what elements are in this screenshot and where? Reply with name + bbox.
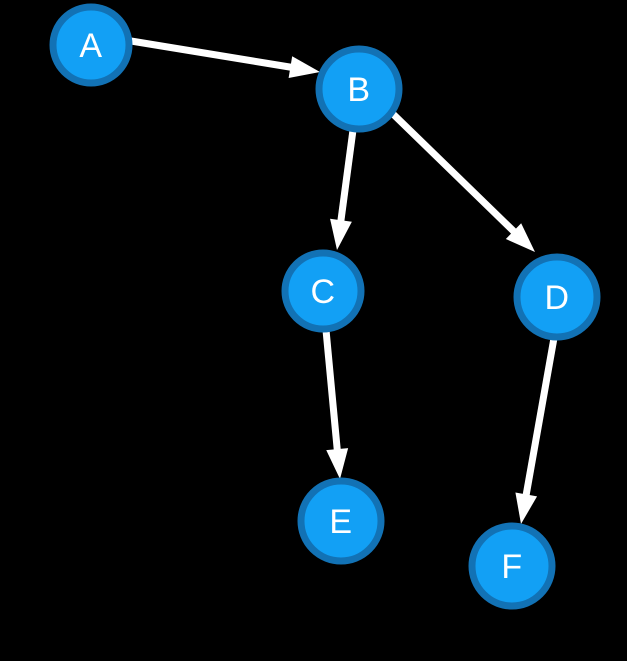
graph-edge-c-e bbox=[322, 329, 349, 479]
graph-node-b[interactable]: B bbox=[315, 45, 403, 133]
edge-line bbox=[522, 337, 558, 499]
edge-arrowhead-icon bbox=[505, 223, 535, 252]
graph-edge-b-c bbox=[330, 129, 357, 250]
edge-line bbox=[337, 129, 357, 224]
edge-line bbox=[389, 110, 519, 236]
graph-node-f[interactable]: F bbox=[468, 522, 556, 610]
graph-node-e[interactable]: E bbox=[297, 477, 385, 565]
edge-arrowhead-icon bbox=[326, 448, 349, 479]
graph-node-c[interactable]: C bbox=[281, 249, 365, 333]
node-circle[interactable] bbox=[513, 253, 601, 341]
edge-arrowhead-icon bbox=[515, 492, 538, 524]
node-circle[interactable] bbox=[297, 477, 385, 565]
graph-edge-d-f bbox=[515, 337, 558, 524]
node-circle[interactable] bbox=[49, 3, 133, 87]
edge-arrowhead-icon bbox=[330, 218, 352, 250]
graph-edge-b-d bbox=[389, 110, 535, 252]
edge-line bbox=[322, 329, 341, 453]
graph-node-a[interactable]: A bbox=[49, 3, 133, 87]
nodes-layer: A B C D EF bbox=[49, 3, 601, 610]
edge-arrowhead-icon bbox=[288, 56, 320, 78]
node-circle[interactable] bbox=[468, 522, 556, 610]
graph-node-d[interactable]: D bbox=[513, 253, 601, 341]
node-circle[interactable] bbox=[281, 249, 365, 333]
node-circle[interactable] bbox=[315, 45, 403, 133]
graph-edge-a-b bbox=[130, 37, 320, 78]
edge-line bbox=[130, 37, 294, 72]
edges-layer bbox=[130, 37, 558, 524]
